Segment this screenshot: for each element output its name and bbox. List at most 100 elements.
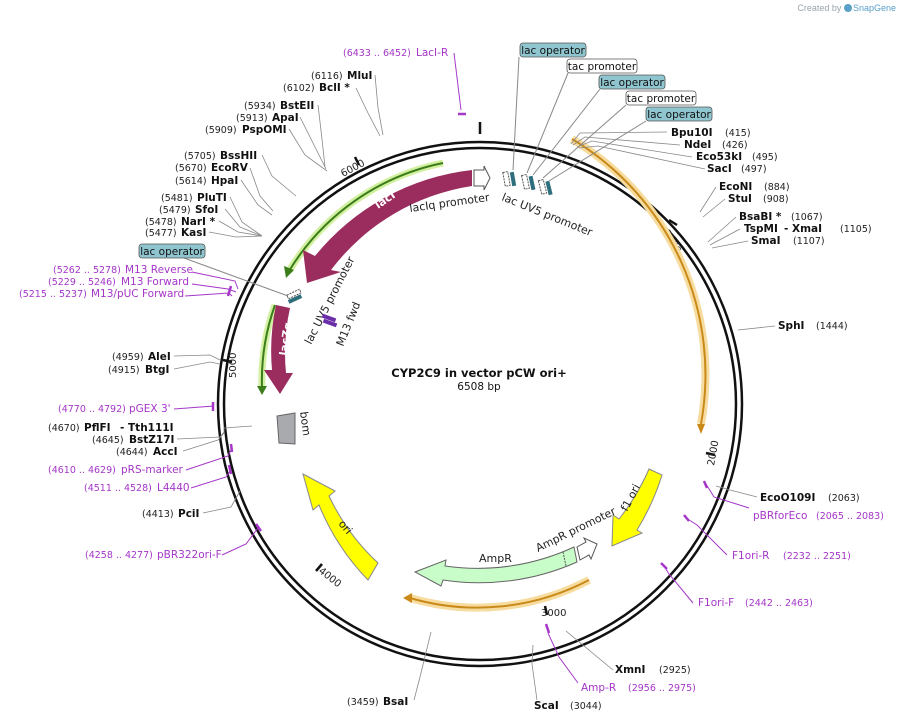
tick-4000 bbox=[315, 563, 323, 572]
lacop3-leader bbox=[548, 120, 647, 182]
enzyme-xmai-pos: (1105) bbox=[840, 224, 872, 235]
enzyme-apai-pos: (5913) bbox=[236, 113, 268, 124]
primer-pbr322ori: pBR322ori-F bbox=[157, 549, 222, 561]
feature-ampr-promoter-arrow bbox=[576, 536, 598, 561]
lac-operator-box-left bbox=[138, 243, 206, 259]
primer-pbr322ori-pos: (4258 .. 4277) bbox=[85, 550, 153, 561]
feature-laciq-promoter-arrow bbox=[473, 165, 491, 191]
enzyme-pflfi: PflFI bbox=[84, 422, 111, 434]
tick-label-4000: 4000 bbox=[316, 566, 343, 590]
enzyme-sfoi-pos: (5479) bbox=[159, 205, 191, 216]
feature-orange-arc-right bbox=[571, 138, 707, 425]
tac-promoter-mark-2 bbox=[537, 178, 548, 195]
enzyme-sphi-pos: (1444) bbox=[816, 321, 848, 332]
enzyme-smai: SmaI bbox=[751, 235, 781, 247]
snapgene-credit: Created by SnapGene bbox=[797, 3, 896, 13]
feature-green-arc-top bbox=[288, 162, 444, 272]
primer-l4440-pos: (4511 .. 4528) bbox=[84, 483, 152, 494]
feature-bom-box bbox=[276, 412, 296, 445]
enzyme-pflfi-pos: (4670) bbox=[48, 423, 80, 434]
lac-operator-box-3-label: lac operator bbox=[647, 109, 711, 121]
enzyme-bsabi: BsaBI * bbox=[739, 211, 782, 223]
enzyme-mlui: MluI bbox=[347, 70, 372, 82]
green-arc-top-arrowhead bbox=[284, 266, 294, 278]
lac-operator-box-2 bbox=[598, 74, 666, 90]
lac-operator-box-1-label: lac operator bbox=[521, 45, 585, 57]
enzyme-bsshii: BssHII bbox=[220, 150, 257, 162]
enzyme-bsai-pos: (3459) bbox=[347, 697, 379, 708]
feature-ampr-label: AmpR bbox=[479, 552, 512, 565]
tac1-leader bbox=[526, 72, 569, 174]
enzyme-bpu10i: Bpu10I bbox=[671, 127, 713, 139]
orange-arc-bottom-arrowhead bbox=[403, 593, 412, 603]
backbone-inner bbox=[222, 146, 738, 662]
enzyme-bcli: BclI * bbox=[319, 82, 350, 94]
enzyme-acci-pos: (4644) bbox=[116, 447, 148, 458]
primer-prs-pos: (4610 .. 4629) bbox=[48, 465, 116, 476]
enzyme-labels-left: (3459) BsaI (4413) PciI (4644) AccI (464… bbox=[48, 70, 408, 708]
lac-operator-box-left-label: lac operator bbox=[140, 246, 204, 258]
lac-promoter-cluster-top bbox=[502, 171, 553, 196]
m13-fwd-mark-2 bbox=[322, 318, 338, 328]
lac-operator-box-1 bbox=[519, 42, 587, 58]
lac-uv5-promoter-mark-left bbox=[286, 288, 302, 300]
top-feature-boxes: lac operator tac promoter lac operator t… bbox=[138, 42, 713, 297]
enzyme-tth111i: - Tth111I bbox=[120, 422, 174, 434]
enzyme-leaders bbox=[173, 74, 776, 701]
tac-promoter-box-1-label: tac promoter bbox=[568, 61, 637, 73]
enzyme-btgi: BtgI bbox=[145, 364, 169, 376]
enzyme-bpu10i-pos: (415) bbox=[725, 128, 751, 139]
tick-marks bbox=[222, 122, 716, 616]
enzyme-pcii: PciI bbox=[178, 508, 199, 520]
tick-label-3000: 3000 bbox=[541, 608, 566, 619]
feature-ampr-promoter-label: AmpR promoter bbox=[534, 504, 619, 554]
enzyme-btgi-pos: (4915) bbox=[108, 365, 140, 376]
feature-orange-arc-right-halo bbox=[569, 135, 710, 425]
backbone-outer bbox=[216, 140, 744, 668]
feature-green-arc-left bbox=[260, 304, 276, 389]
enzyme-ecorv-pos: (5670) bbox=[175, 163, 207, 174]
enzyme-acci: AccI bbox=[153, 446, 177, 458]
m13-fwd-mark-1 bbox=[321, 313, 337, 323]
enzyme-saci-pos: (497) bbox=[741, 164, 767, 175]
feature-ori-arrow bbox=[302, 473, 379, 581]
tac2-leader bbox=[542, 104, 627, 179]
tac-promoter-mark-1 bbox=[520, 173, 530, 190]
lacop-left-leader bbox=[183, 257, 289, 297]
feature-lacza-arrow bbox=[264, 305, 293, 394]
enzyme-sphi: SphI bbox=[778, 320, 804, 332]
enzyme-ndei: NdeI bbox=[684, 139, 711, 151]
primer-prs: pRS-marker bbox=[121, 464, 184, 476]
plasmid-name: CYP2C9 in vector pCW ori+ bbox=[391, 366, 566, 380]
primer-pbrforeco: pBRforEco bbox=[753, 510, 807, 522]
enzyme-bsabi-pos: (1067) bbox=[791, 212, 823, 223]
feature-f1ori-arrow bbox=[611, 468, 663, 547]
enzyme-kasi-pos: (5477) bbox=[145, 228, 177, 239]
enzyme-smai-pos: (1107) bbox=[793, 236, 825, 247]
tac-promoter-box-2-label: tac promoter bbox=[627, 93, 696, 105]
enzyme-hpai-pos: (5614) bbox=[175, 176, 207, 187]
enzyme-scai-pos: (3044) bbox=[570, 701, 602, 712]
lac-operator-mark-2 bbox=[528, 175, 536, 191]
enzyme-kasi: KasI bbox=[181, 227, 206, 239]
tac-promoter-box-1 bbox=[566, 58, 638, 74]
primer-lacir-pos: (6433 .. 6452) bbox=[343, 48, 411, 59]
enzyme-xmni: XmnI bbox=[615, 664, 645, 676]
feature-lacuv5-top-label: lac UV5 promoter bbox=[500, 191, 595, 239]
feature-orange-arc-bottom bbox=[409, 579, 590, 609]
enzyme-pspomi: PspOMI bbox=[242, 124, 287, 136]
lacop1-leader bbox=[512, 56, 520, 171]
feature-laci-arrow bbox=[303, 170, 472, 283]
lac-operator-mark-1 bbox=[509, 171, 517, 187]
primer-pgex3: pGEX 3' bbox=[129, 403, 171, 415]
enzyme-pcii-pos: (4413) bbox=[142, 509, 174, 520]
primer-m13rev-pos: (5262 .. 5278) bbox=[53, 265, 121, 276]
primer-f1orif: F1ori-F bbox=[698, 597, 734, 609]
lacop2-leader bbox=[532, 88, 601, 176]
enzyme-stui-pos: (908) bbox=[763, 194, 789, 205]
feature-bom-label: bom bbox=[297, 411, 313, 437]
primer-ampr: Amp-R bbox=[581, 682, 616, 694]
primer-m13fwd-pos: (5229 .. 5246) bbox=[48, 277, 116, 288]
primer-f1orif-pos: (2442 .. 2463) bbox=[745, 598, 813, 609]
enzyme-nari: NarI * bbox=[181, 216, 216, 228]
